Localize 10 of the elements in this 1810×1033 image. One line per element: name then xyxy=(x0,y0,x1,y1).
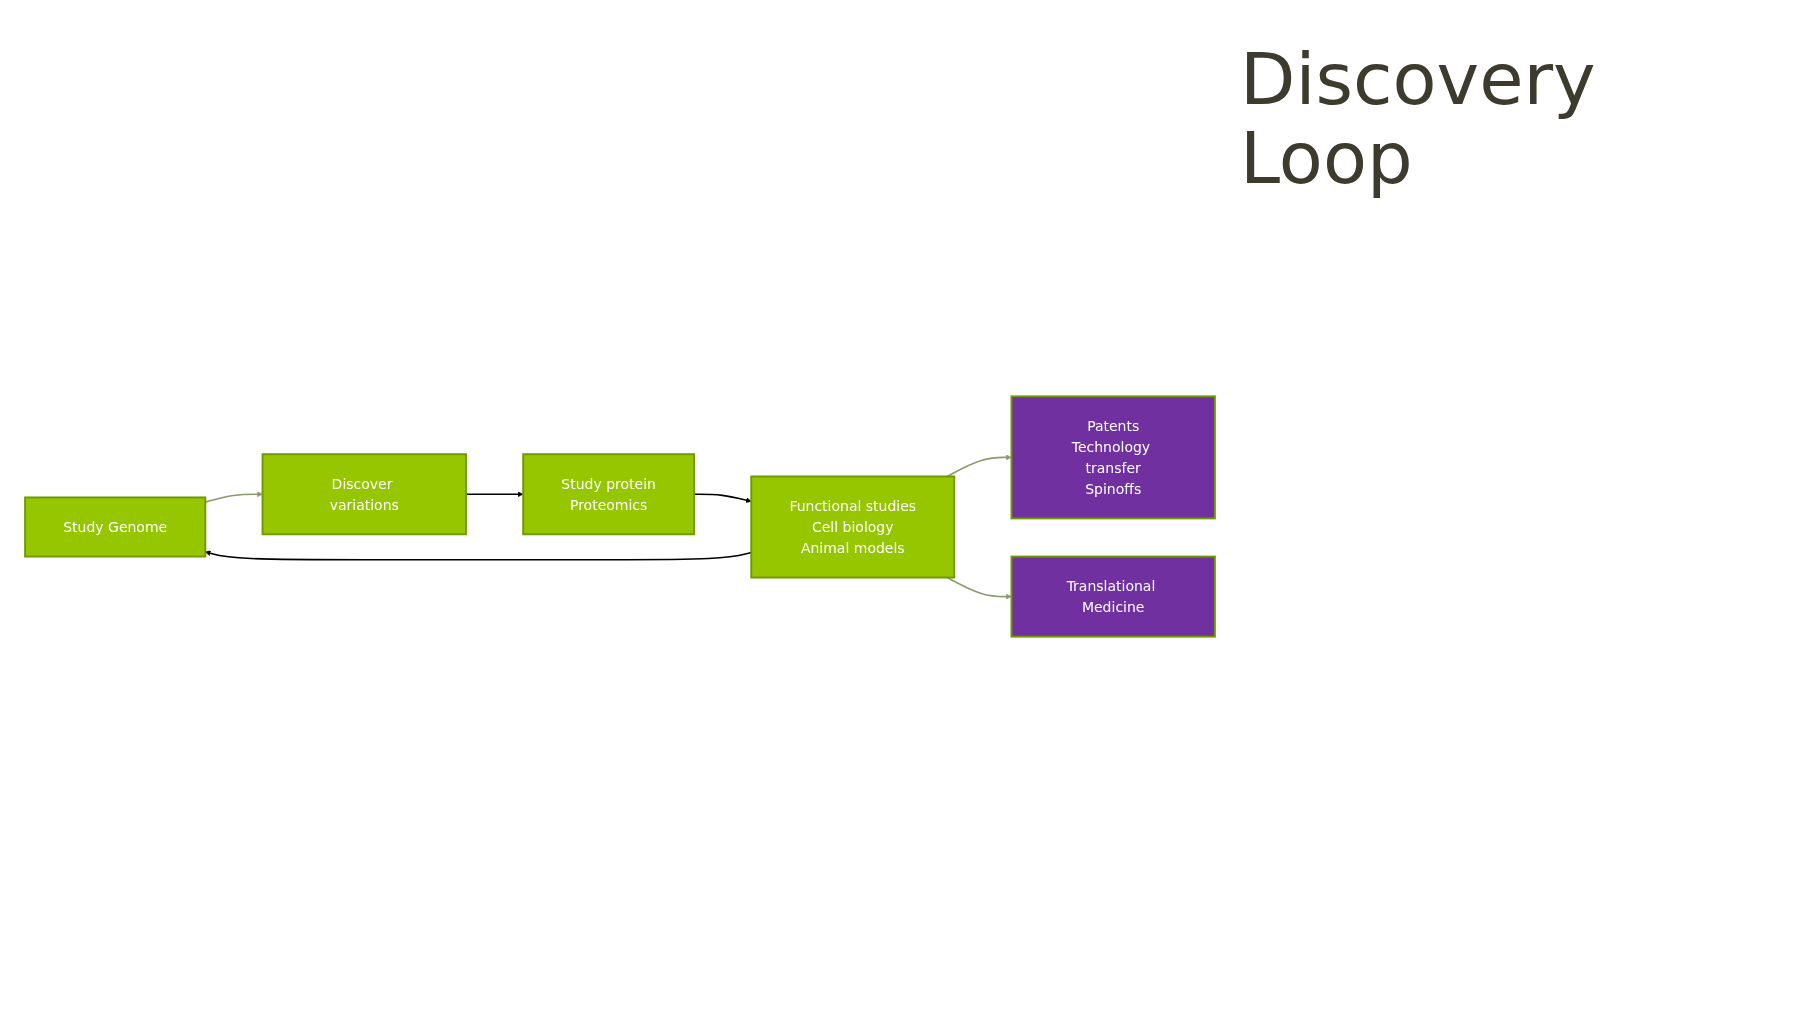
node-box: Translational Medicine xyxy=(1010,555,1216,638)
node-box: Discover variations xyxy=(261,453,467,536)
arrow xyxy=(946,576,1012,600)
node-box: Study Genome xyxy=(24,496,207,558)
diagram-title: Discovery Loop xyxy=(1240,40,1597,199)
arrow xyxy=(946,454,1012,478)
arrow xyxy=(465,491,524,498)
node-box: Patents Technology transfer Spinoffs xyxy=(1010,395,1216,520)
node-box: Functional studies Cell biology Animal models xyxy=(750,475,956,579)
node-box: Study protein Proteomics xyxy=(522,453,695,536)
